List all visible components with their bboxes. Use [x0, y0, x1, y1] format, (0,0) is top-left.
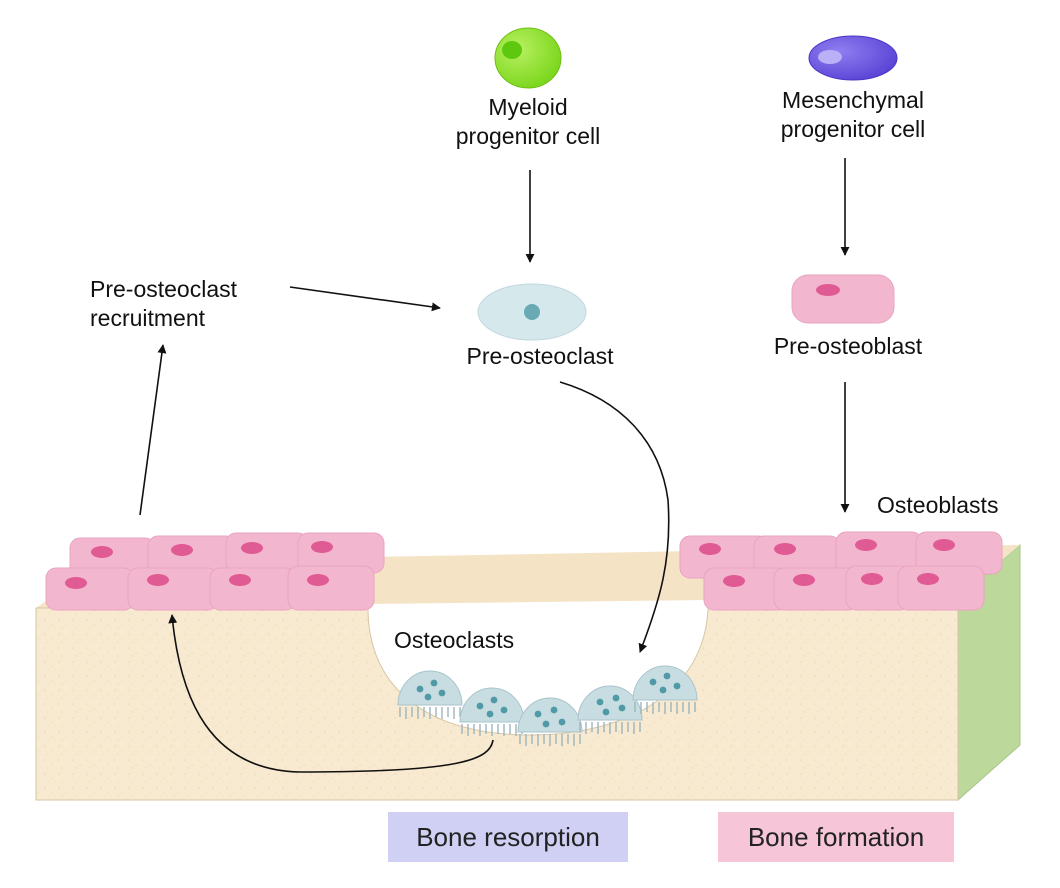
mesenchymal-label-line1: Mesenchymal: [782, 87, 924, 113]
osteoblast-cell: [127, 567, 219, 611]
osteoclast-cell: [577, 685, 643, 734]
pre-osteoclast-recruitment-label: Pre-osteoclast recruitment: [90, 275, 237, 333]
myeloid-label-line1: Myeloid: [488, 94, 568, 120]
osteoblast-cell: [897, 565, 985, 611]
osteoblasts-label: Osteoblasts: [877, 492, 999, 518]
osteoblast-cell: [287, 565, 375, 611]
bone-formation-label: Bone formation: [747, 822, 925, 852]
arrow-recruitment-to-preosteoclast: [289, 286, 441, 312]
osteoblast-layer-left: [45, 532, 385, 611]
bone-resorption-label: Bone resorption: [416, 822, 600, 852]
arrow-preosteoclast-to-osteoclasts: [559, 381, 670, 653]
osteoclast-cell: [632, 665, 698, 714]
pre-osteoblast-cell: [791, 274, 895, 324]
arrows: [139, 158, 850, 773]
osteoblast-cell: [45, 567, 135, 611]
pre-osteoclast-label: Pre-osteoclast: [466, 343, 614, 369]
bone-formation-badge-bg: [718, 812, 954, 862]
arrow-osteoclasts-to-surface: [168, 614, 494, 773]
mesenchymal-label-line2: progenitor cell: [780, 116, 926, 142]
osteoclast-cell: [397, 670, 463, 719]
osteoblast-cell: [209, 567, 297, 611]
mesenchymal-progenitor-cell: [808, 35, 898, 81]
bone-resorption-badge-bg: [388, 812, 628, 862]
osteoblast-cell: [915, 531, 1003, 575]
myeloid-label-line2: progenitor cell: [455, 123, 601, 149]
osteoblast-cell: [845, 565, 911, 611]
pre-osteoclast-cell: [477, 283, 587, 341]
bone-front-face: [35, 596, 959, 801]
mesenchymal-progenitor-label: Mesenchymal progenitor cell: [781, 86, 925, 144]
osteoblast-cell: [297, 532, 385, 574]
osteoclast-cell: [517, 697, 583, 746]
arrow-to-recruitment: [139, 344, 167, 516]
recruitment-label-line1: Pre-osteoclast: [90, 276, 238, 302]
osteoclast-cell: [459, 687, 525, 736]
osteoclasts-label: Osteoclasts: [394, 627, 515, 653]
recruitment-label-line2: recruitment: [90, 305, 206, 331]
osteoclast-cluster: [397, 665, 698, 746]
osteoblast-cell: [773, 567, 859, 611]
pre-osteoblast-label: Pre-osteoblast: [773, 333, 923, 359]
myeloid-progenitor-label: Myeloid progenitor cell: [456, 93, 600, 151]
myeloid-progenitor-cell: [494, 27, 562, 89]
osteoblast-layer-right: [679, 531, 1003, 611]
